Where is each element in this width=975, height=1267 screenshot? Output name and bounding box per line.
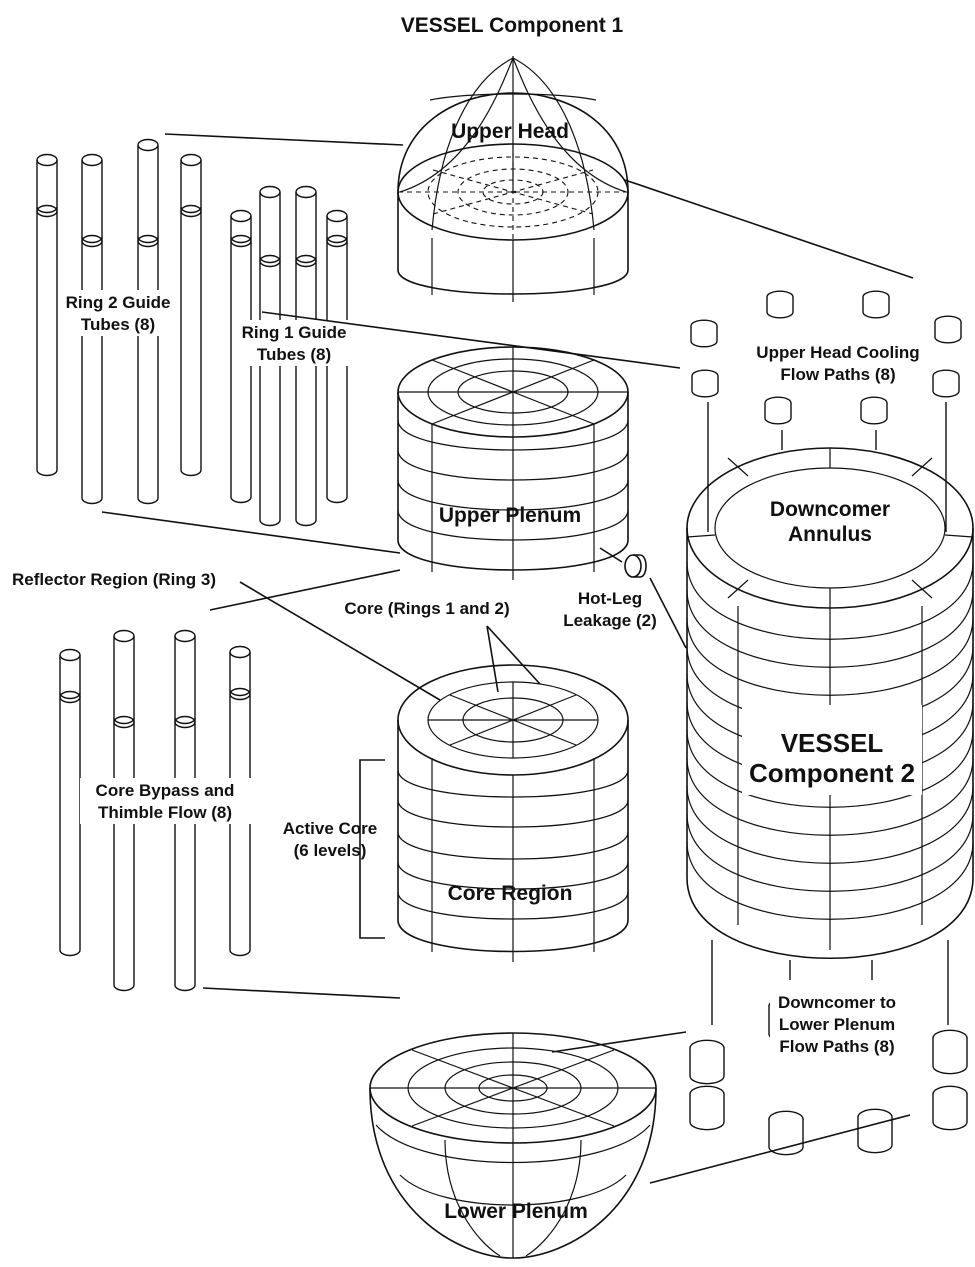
reflector-region-label: Reflector Region (Ring 3) [12, 570, 216, 589]
cooling-path-can [861, 397, 887, 424]
vessel-component-2-label-1: VESSEL [781, 728, 884, 758]
upper-head-cooling-label-1: Upper Head Cooling [756, 343, 919, 362]
cooling-path-can [935, 316, 961, 343]
downcomer-label-2: Annulus [788, 523, 872, 546]
cooling-path-can [691, 320, 717, 347]
ring2-label-1: Ring 2 Guide [66, 293, 171, 312]
ring1-label-1: Ring 1 Guide [242, 323, 347, 342]
upper-plenum-label: Upper Plenum [439, 504, 581, 527]
lower-path-can [690, 1040, 724, 1083]
bypass-tube [60, 650, 80, 956]
lower-path-can [933, 1030, 967, 1073]
ring2-tube [181, 155, 201, 476]
core-region: Core Region [398, 665, 628, 962]
core-bypass-label-1: Core Bypass and [96, 781, 235, 800]
active-core-label-2: (6 levels) [294, 841, 367, 860]
active-core-bracket: Active Core (6 levels) [283, 760, 385, 938]
ring1-label-2: Tubes (8) [257, 345, 331, 364]
lower-path-can [933, 1086, 967, 1129]
upper-plenum: Upper Plenum [398, 347, 628, 580]
ring2-label-2: Tubes (8) [81, 315, 155, 334]
vessel-component-2-label-2: Component 2 [749, 758, 915, 788]
core-rings-label: Core (Rings 1 and 2) [344, 599, 509, 618]
diagram-title: VESSEL Component 1 [401, 14, 624, 37]
ring2-tube [37, 155, 57, 476]
hot-leg-leakage-path [625, 555, 646, 577]
cooling-path-can [933, 370, 959, 397]
cooling-path-can [765, 397, 791, 424]
active-core-label-1: Active Core [283, 819, 377, 838]
hot-leg-label-1: Hot-Leg [578, 589, 642, 608]
lower-plenum: Lower Plenum [370, 1033, 656, 1258]
cooling-path-can [863, 291, 889, 318]
core-region-label: Core Region [448, 882, 573, 905]
upper-head: Upper Head [398, 56, 628, 302]
dc-lower-label-3: Flow Paths (8) [779, 1037, 894, 1056]
downcomer-label-1: Downcomer [770, 498, 890, 521]
downcomer-annulus: Downcomer Annulus VESSEL Component 2 [687, 448, 973, 958]
dc-lower-label-1: Downcomer to [778, 993, 896, 1012]
upper-head-cooling-label-2: Flow Paths (8) [780, 365, 895, 384]
lower-plenum-label: Lower Plenum [444, 1200, 588, 1223]
dc-lower-label-2: Lower Plenum [779, 1015, 895, 1034]
cooling-path-can [767, 291, 793, 318]
lower-path-can [858, 1109, 892, 1152]
upper-head-label: Upper Head [451, 120, 569, 143]
hot-leg-label-2: Leakage (2) [563, 611, 657, 630]
lower-path-can [690, 1086, 724, 1129]
core-bypass-label-2: Thimble Flow (8) [98, 803, 232, 822]
cooling-path-can [692, 370, 718, 397]
